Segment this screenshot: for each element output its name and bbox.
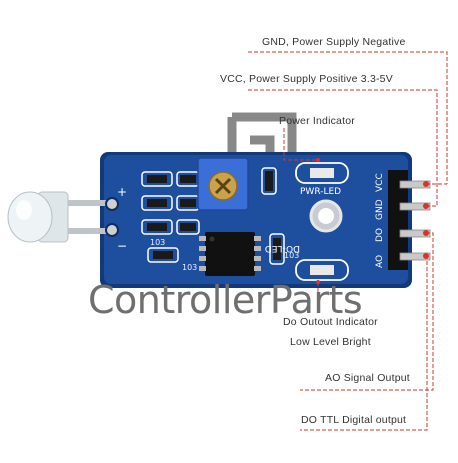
low-level-callout: Low Level Bright (290, 336, 371, 348)
comparator-chip (199, 232, 261, 276)
header-pins (388, 170, 431, 270)
do-indicator-callout: Do Outout Indicator (283, 316, 378, 328)
pin-label-do: DO (375, 228, 385, 242)
ao-output-callout: AO Signal Output (325, 372, 410, 384)
potentiometer (197, 157, 249, 211)
gnd-callout: GND, Power Supply Negative (262, 36, 406, 48)
vcc-callout: VCC, Power Supply Positive 3.3-5V (220, 73, 393, 85)
resistor-code-2: 103 (182, 263, 197, 272)
power-led (295, 162, 349, 184)
watermark-text: ControllerParts (88, 278, 363, 322)
pwr-led-label: PWR-LED (300, 187, 341, 197)
minus-sign: − (117, 239, 127, 253)
power-indicator-callout: Power Indicator (279, 115, 355, 127)
resistor-code-3: 103 (284, 251, 299, 260)
plus-sign: + (117, 185, 127, 199)
do-output-callout: DO TTL Digital output (301, 414, 407, 426)
pin-label-ao: AO (375, 255, 385, 268)
ir-led (7, 191, 108, 243)
pin-label-gnd: GND (375, 199, 385, 220)
do-led (295, 259, 349, 281)
do-led-label: DO-LED (265, 243, 300, 253)
pin-label-vcc: VCC (375, 173, 385, 192)
resistor-code-1: 103 (150, 238, 165, 247)
